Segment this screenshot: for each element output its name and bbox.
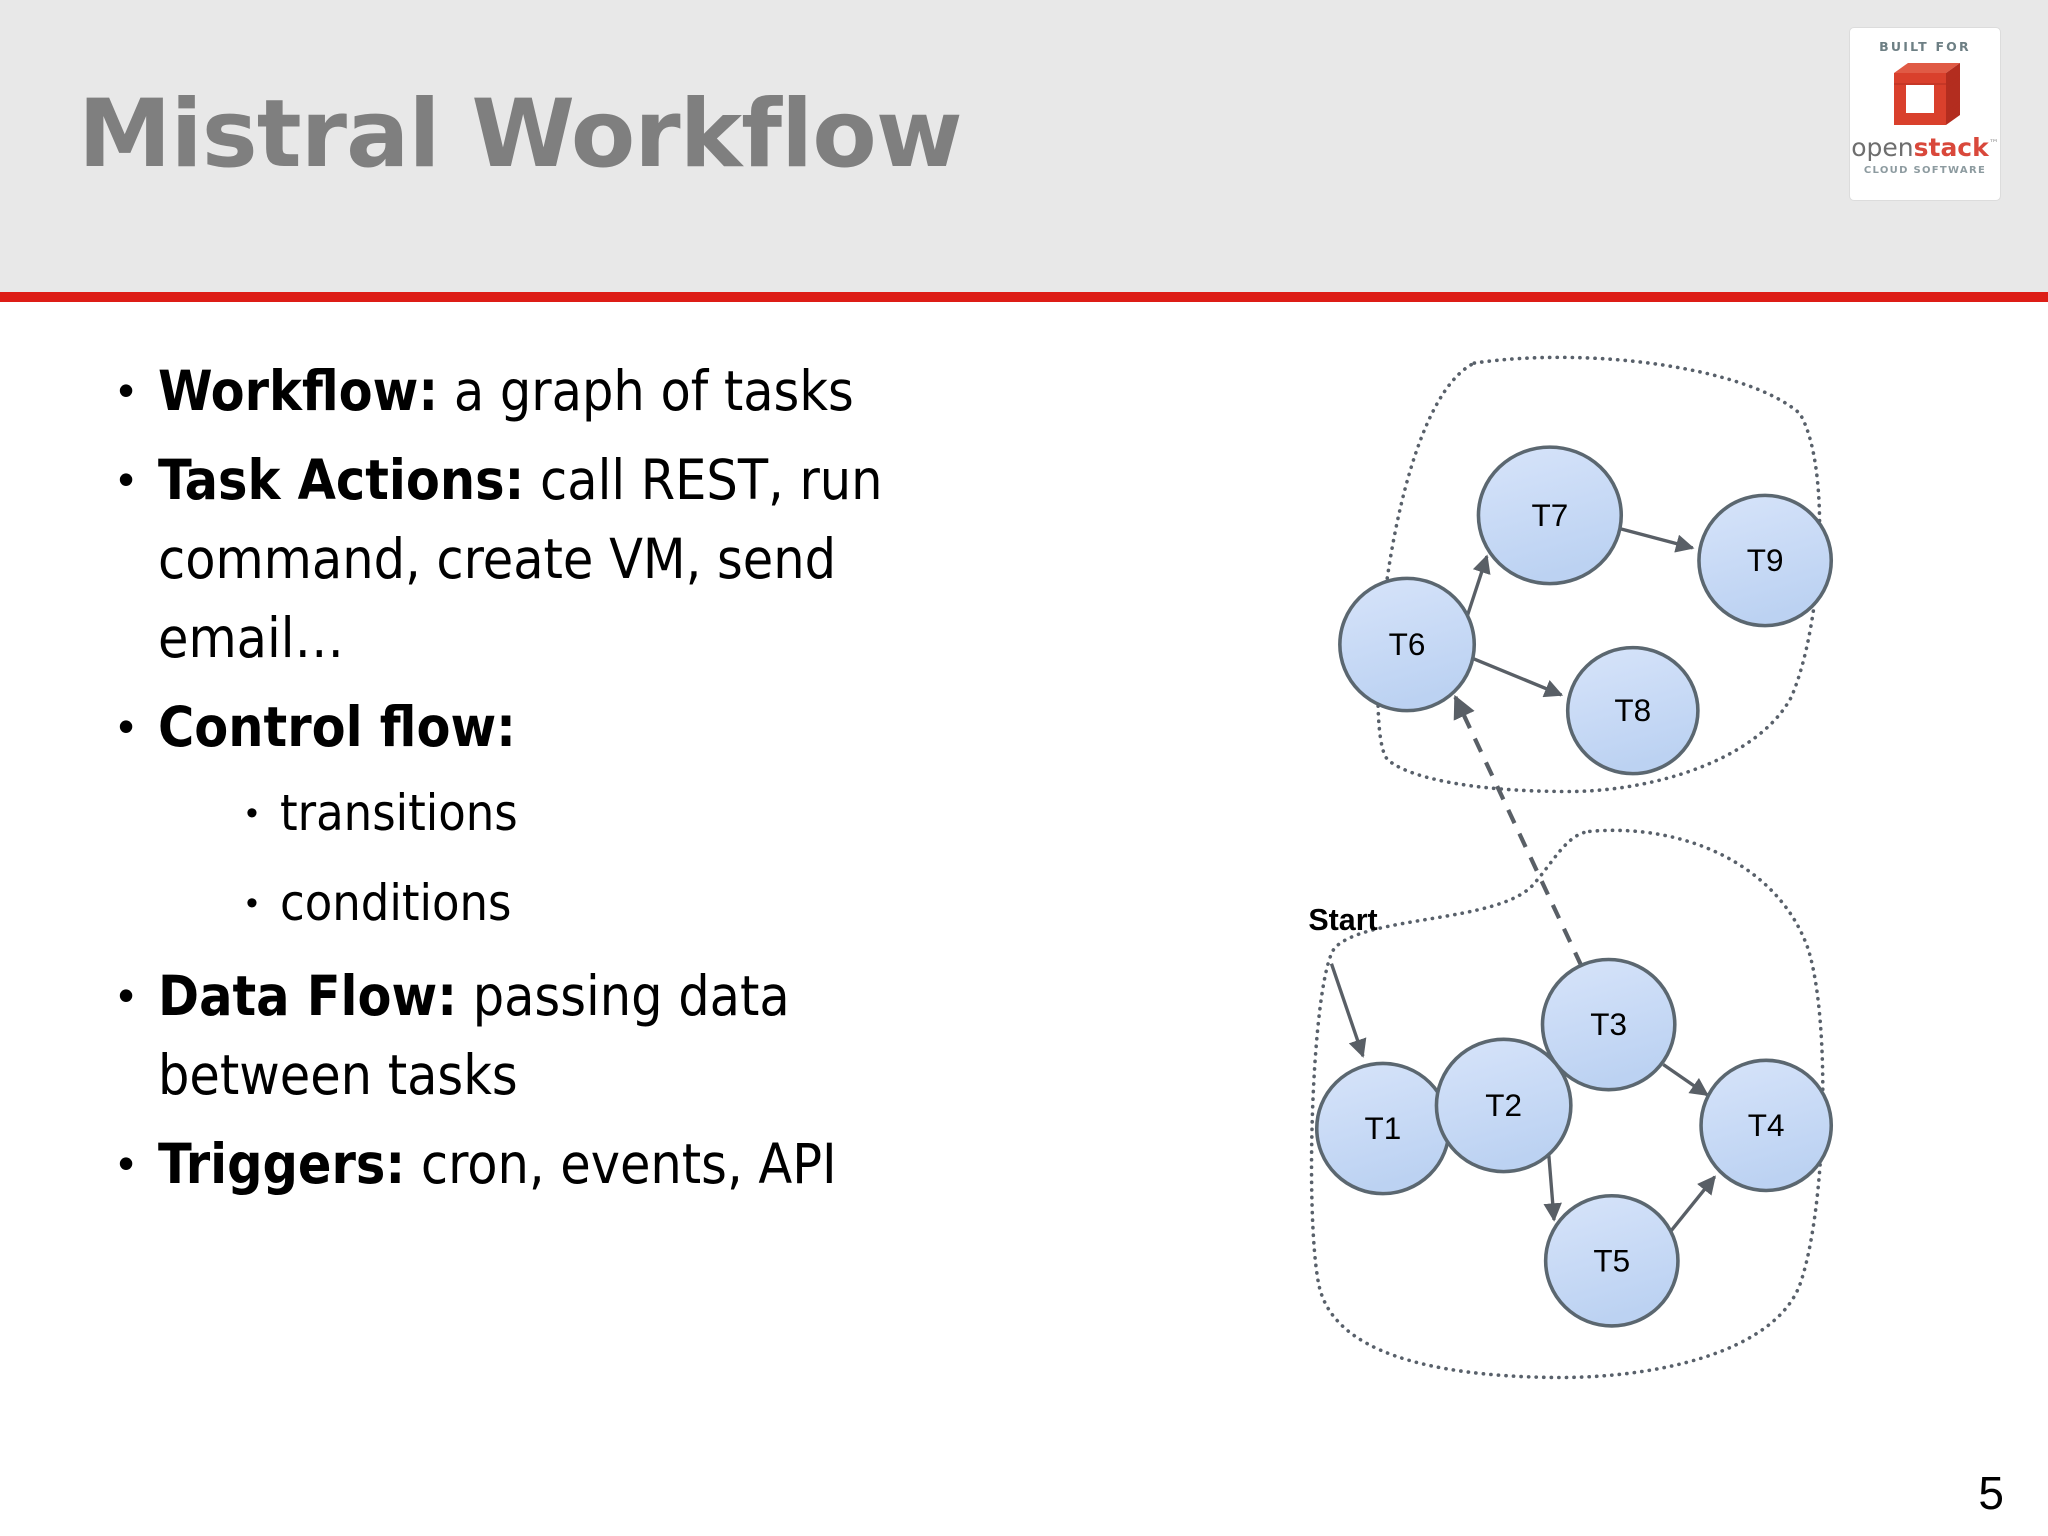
bullet-item: • Task Actions: call REST, run command, c… xyxy=(118,441,998,678)
openstack-logo-icon xyxy=(1886,61,1964,132)
wordmark-trademark: ™ xyxy=(1988,138,1999,150)
node-t9[interactable]: T9 xyxy=(1697,493,1834,628)
bullet-term: Data Flow: xyxy=(158,964,457,1028)
bullet-item: • transitions xyxy=(246,777,998,849)
bullet-term: Workflow: xyxy=(158,359,439,423)
bullet-marker-icon: • xyxy=(118,1137,135,1189)
page-number: 5 xyxy=(1978,1467,2004,1519)
wordmark-open: open xyxy=(1851,133,1914,162)
node-t2[interactable]: T2 xyxy=(1434,1037,1573,1174)
edge-t3-t6-dashed xyxy=(1453,694,1584,967)
edge-t6-t8 xyxy=(1471,656,1564,698)
edge-t3-t4 xyxy=(1662,1063,1709,1097)
cluster-boundary-lower xyxy=(1309,828,1825,1380)
node-label-t4: T4 xyxy=(1748,1107,1785,1143)
node-t6[interactable]: T6 xyxy=(1338,576,1477,713)
node-label-t6: T6 xyxy=(1389,626,1426,662)
bullet-text: Data Flow: passing data between tasks xyxy=(158,957,998,1115)
bullet-item: • conditions xyxy=(246,867,998,939)
node-label-t8: T8 xyxy=(1614,692,1651,728)
edge-t2-t5 xyxy=(1543,1154,1562,1222)
bullet-text: conditions xyxy=(280,867,511,939)
slide-header: Mistral Workflow xyxy=(0,0,2048,292)
node-t5[interactable]: T5 xyxy=(1543,1193,1680,1328)
bullet-term: Control flow: xyxy=(158,695,516,759)
node-t8[interactable]: T8 xyxy=(1565,645,1700,776)
bullet-term: Triggers: xyxy=(158,1132,406,1196)
bullet-text: Workflow: a graph of tasks xyxy=(158,352,854,431)
bullet-marker-icon: • xyxy=(118,969,135,1021)
bullet-text: Triggers: cron, events, API xyxy=(158,1125,837,1204)
openstack-built-for-badge: BUILT FOR openstack™ CLOUD SOFTWARE xyxy=(1849,27,2001,201)
node-label-t7: T7 xyxy=(1531,497,1568,533)
bullet-description: call REST, run command, create VM, send … xyxy=(158,448,883,670)
bullet-marker-icon: • xyxy=(246,884,258,922)
bullet-description: transitions xyxy=(280,784,518,842)
workflow-diagram: Start T7 T9 T6 T8 T3 T1 T2 xyxy=(1100,340,2048,1390)
bullet-marker-icon: • xyxy=(118,364,135,416)
edge-t5-t4 xyxy=(1669,1175,1717,1233)
bullet-description: a graph of tasks xyxy=(438,359,854,423)
bullet-item: • Data Flow: passing data between tasks xyxy=(118,957,998,1115)
edge-t6-t7 xyxy=(1464,554,1491,621)
bullet-item: • Workflow: a graph of tasks xyxy=(118,352,998,431)
bullet-description: conditions xyxy=(280,874,512,932)
bullet-list: • Workflow: a graph of tasks • Task Actions… xyxy=(118,352,998,1214)
bullet-description: cron, events, API xyxy=(405,1132,837,1196)
node-t4[interactable]: T4 xyxy=(1699,1058,1834,1193)
bullet-item: • Triggers: cron, events, API xyxy=(118,1125,998,1204)
header-divider-rule xyxy=(0,292,2048,302)
edge-t7-t9 xyxy=(1620,527,1695,553)
start-label: Start xyxy=(1308,903,1377,937)
node-label-t5: T5 xyxy=(1593,1242,1630,1278)
bullet-marker-icon: • xyxy=(118,700,135,752)
wordmark-stack: stack xyxy=(1913,133,1989,162)
node-label-t3: T3 xyxy=(1590,1006,1627,1042)
bullet-marker-icon: • xyxy=(118,453,135,505)
bullet-marker-icon: • xyxy=(246,794,258,832)
node-label-t9: T9 xyxy=(1747,542,1784,578)
bullet-item: • Control flow: xyxy=(118,688,998,767)
bullet-text: Control flow: xyxy=(158,688,516,767)
page-title: Mistral Workflow xyxy=(78,80,963,189)
node-t7[interactable]: T7 xyxy=(1476,445,1624,586)
bullet-term: Task Actions: xyxy=(158,448,525,512)
bullet-description: passing data between tasks xyxy=(158,964,790,1107)
bullet-text: Task Actions: call REST, run command, cr… xyxy=(158,441,998,678)
bullet-text: transitions xyxy=(280,777,518,849)
node-label-t2: T2 xyxy=(1485,1087,1522,1123)
badge-built-for-label: BUILT FOR xyxy=(1879,39,1971,54)
edge-start-t1 xyxy=(1329,963,1367,1058)
node-label-t1: T1 xyxy=(1365,1110,1402,1146)
node-t1[interactable]: T1 xyxy=(1314,1061,1451,1196)
openstack-wordmark: openstack™ xyxy=(1851,135,1999,160)
node-t3[interactable]: T3 xyxy=(1540,957,1677,1092)
badge-cloud-software-label: CLOUD SOFTWARE xyxy=(1863,165,1987,176)
